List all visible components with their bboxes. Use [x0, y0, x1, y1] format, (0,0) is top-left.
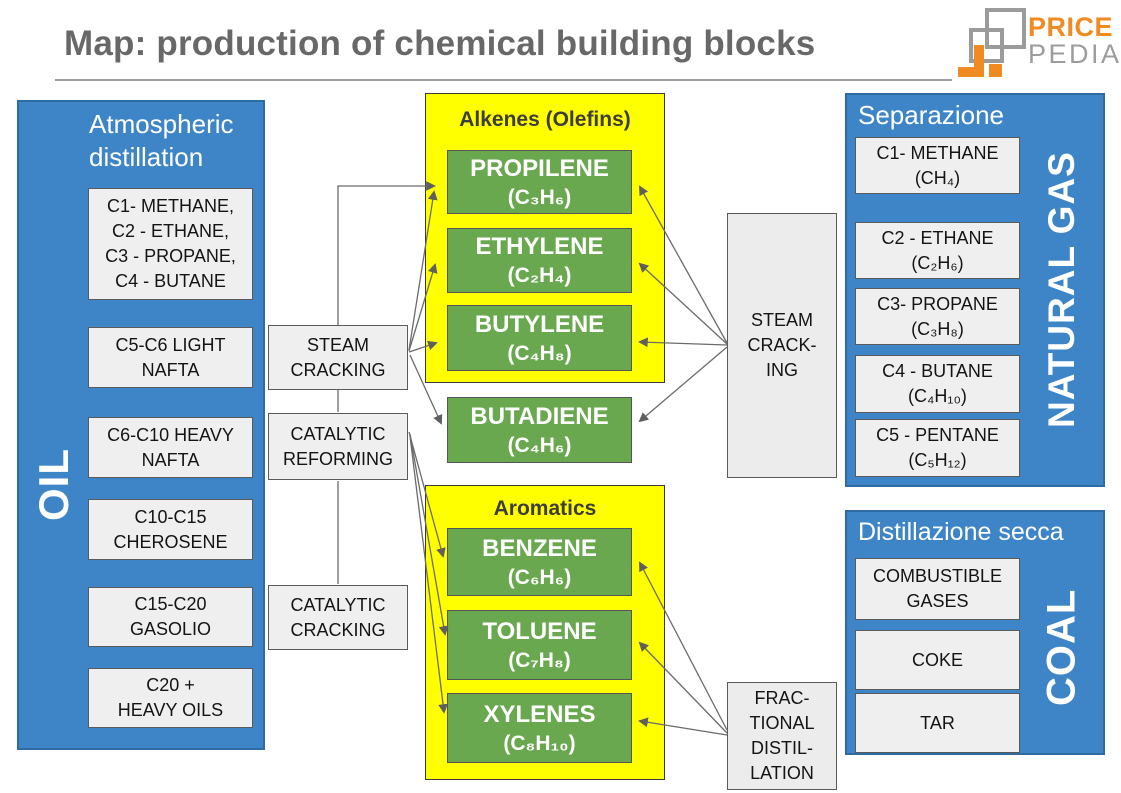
product-name: XYLENES — [483, 700, 596, 728]
product-name: TOLUENE — [482, 617, 597, 645]
process-box-steam-cracking: STEAM CRACKING — [268, 325, 408, 390]
product-box-xylenes: XYLENES (C₈H₁₀) — [447, 693, 632, 763]
logo-wordmark: PRICE PEDIA — [1028, 14, 1121, 68]
product-formula: (C₂H₄) — [507, 264, 572, 287]
product-name: ETHYLENE — [475, 233, 604, 260]
product-box-butadiene: BUTADIENE (C₄H₆) — [447, 397, 632, 463]
oil-fraction-box-heavy-nafta: C6-C10 HEAVY NAFTA — [88, 417, 253, 478]
coal-component-box-coke: COKE — [855, 630, 1020, 690]
process-box-catalytic-reforming: CATALYTIC REFORMING — [268, 413, 408, 480]
product-name: PROPILENE — [470, 154, 609, 182]
gas-component-box-propane: C3- PROPANE (C₃H₈) — [855, 288, 1020, 345]
natural-gas-panel-title: Separazione — [858, 100, 1004, 130]
logo-word-price: PRICE — [1028, 12, 1114, 42]
oil-panel-title: Atmospheric distillation — [89, 109, 234, 172]
coal-panel-title: Distillazione secca — [858, 518, 1064, 546]
process-box-fractional-distillation: FRAC- TIONAL DISTIL- LATION — [727, 682, 837, 790]
product-formula: (C₆H₆) — [507, 565, 572, 589]
product-box-butylene: BUTYLENE (C₄H₈) — [447, 305, 632, 371]
product-name: BENZENE — [482, 534, 597, 562]
oil-region-label: OIL — [30, 448, 77, 522]
oil-fraction-box-gasolio: C15-C20 GASOLIO — [88, 587, 253, 647]
process-box-steam-cracking-gas: STEAM CRACK- ING — [727, 213, 837, 478]
gas-component-box-methane: C1- METHANE (CH₄) — [855, 137, 1020, 194]
coal-component-box-combustible-gases: COMBUSTIBLE GASES — [855, 558, 1020, 620]
product-formula: (C₄H₈) — [507, 341, 572, 365]
product-box-propilene: PROPILENE (C₃H₆) — [447, 150, 632, 214]
pricepedia-logo-icon — [958, 8, 1026, 77]
product-name: BUTADIENE — [470, 402, 609, 430]
product-formula: (C₈H₁₀) — [503, 731, 576, 755]
alkenes-panel-title: Alkenes (Olefins) — [459, 108, 631, 131]
oil-fraction-box-light-nafta: C5-C6 LIGHT NAFTA — [88, 327, 253, 388]
title-divider — [55, 79, 952, 81]
process-box-catalytic-cracking: CATALYTIC CRACKING — [268, 585, 408, 650]
product-box-toluene: TOLUENE (C₇H₈) — [447, 610, 632, 680]
logo-word-pedia: PEDIA — [1028, 39, 1121, 69]
product-box-benzene: BENZENE (C₆H₆) — [447, 528, 632, 596]
coal-region-label: COAL — [1039, 588, 1084, 707]
page-title: Map: production of chemical building blo… — [64, 24, 816, 63]
product-formula: (C₃H₆) — [507, 185, 572, 209]
aromatics-panel-title: Aromatics — [493, 497, 597, 520]
oil-fraction-box-c1-c4: C1- METHANE, C2 - ETHANE, C3 - PROPANE, … — [88, 188, 253, 300]
oil-fraction-box-heavy-oils: C20 + HEAVY OILS — [88, 668, 253, 728]
product-formula: (C₇H₈) — [508, 648, 571, 672]
product-box-ethylene: ETHYLENE (C₂H₄) — [447, 228, 632, 293]
oil-fraction-box-cherosene: C10-C15 CHEROSENE — [88, 499, 253, 560]
product-formula: (C₄H₆) — [507, 433, 572, 457]
coal-component-box-tar: TAR — [855, 693, 1020, 753]
natural-gas-region-label: NATURAL GAS — [1041, 151, 1082, 429]
product-name: BUTYLENE — [474, 310, 605, 338]
gas-component-box-pentane: C5 - PENTANE (C₅H₁₂) — [855, 419, 1020, 477]
pricepedia-logo: PRICE PEDIA — [950, 5, 1121, 77]
gas-component-box-butane: C4 - BUTANE (C₄H₁₀) — [855, 355, 1020, 413]
gas-component-box-ethane: C2 - ETHANE (C₂H₆) — [855, 222, 1020, 279]
